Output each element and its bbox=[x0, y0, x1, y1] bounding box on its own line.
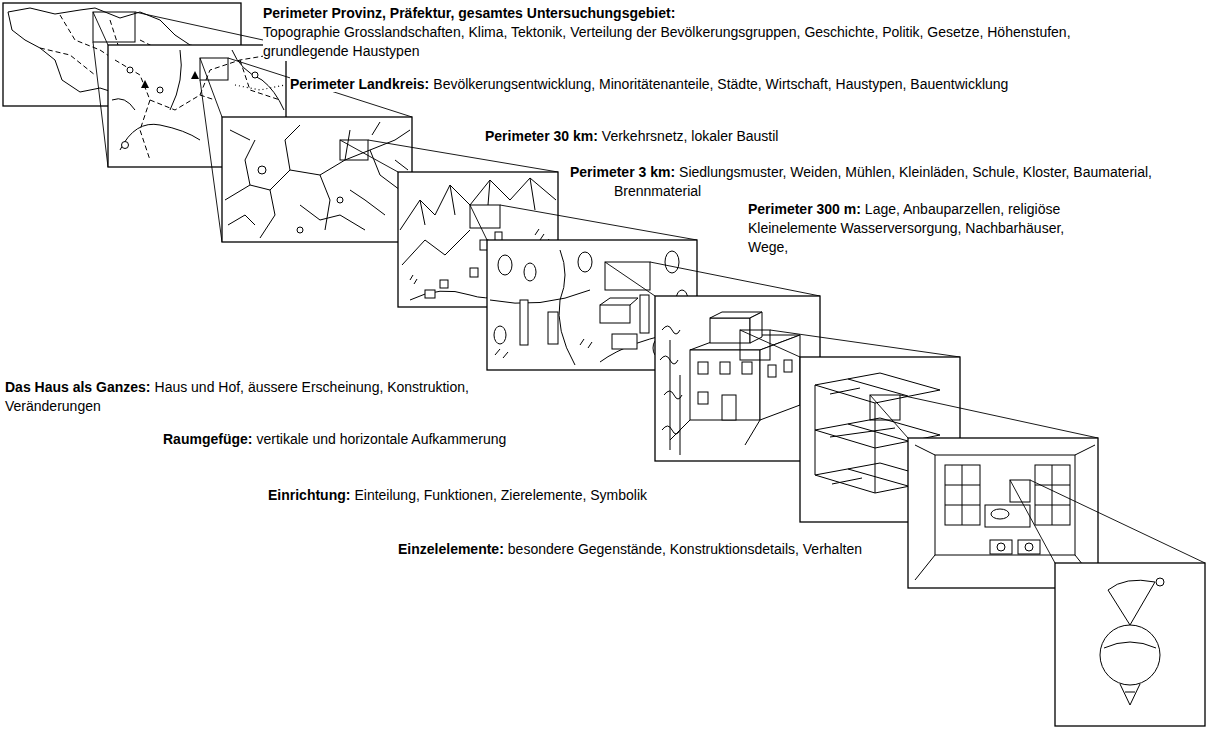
level-description: Verkehrsnetz, lokaler Baustil bbox=[602, 128, 779, 144]
level-heading: Perimeter Provinz, Präfektur, gesamtes U… bbox=[263, 4, 675, 23]
projection-lines bbox=[740, 330, 960, 357]
projection-lines bbox=[470, 205, 697, 240]
level-heading: Raumgefüge: bbox=[163, 431, 252, 447]
level-description: Siedlungsmuster, Weiden, Mühlen, Kleinlä… bbox=[614, 164, 1152, 199]
level-description: Bevölkerungsentwicklung, Minoritätenante… bbox=[433, 76, 1008, 92]
label-group: Perimeter 3 km:Siedlungsmuster, Weiden, … bbox=[570, 163, 1195, 201]
label-group: Das Haus als Ganzes:Haus und Hof, äusser… bbox=[5, 378, 550, 416]
object-frame bbox=[1055, 563, 1205, 726]
level-description: vertikale und horizontale Aufkammerung bbox=[256, 431, 506, 447]
label-group: Perimeter Provinz, Präfektur, gesamtes U… bbox=[263, 4, 1098, 61]
level-heading: Perimeter Landkreis: bbox=[290, 76, 429, 92]
label-group: Einzelelemente:besondere Gegenstände, Ko… bbox=[398, 540, 878, 559]
projection-lines bbox=[870, 395, 1098, 438]
level-heading: Perimeter 3 km: bbox=[570, 164, 675, 180]
label-group: Perimeter Landkreis:Bevölkerungsentwickl… bbox=[290, 75, 1120, 94]
label-group: Perimeter 30 km:Verkehrsnetz, lokaler Ba… bbox=[485, 127, 1005, 146]
level-heading: Einrichtung: bbox=[268, 487, 350, 503]
relief-map-frame bbox=[222, 117, 412, 242]
level-heading: Einzelelemente: bbox=[398, 541, 504, 557]
label-group: Perimeter 300 m:Lage, Anbauparzellen, re… bbox=[748, 200, 1098, 257]
projection-lines bbox=[1010, 480, 1205, 563]
projection-lines bbox=[340, 140, 558, 172]
projection-lines bbox=[605, 262, 820, 296]
level-heading: Perimeter 30 km: bbox=[485, 128, 598, 144]
label-group: Einrichtung:Einteilung, Funktionen, Zier… bbox=[268, 486, 748, 505]
level-description: Einteilung, Funktionen, Zierelemente, Sy… bbox=[354, 487, 647, 503]
label-group: Raumgefüge:vertikale und horizontale Auf… bbox=[163, 430, 643, 449]
level-description: Topographie Grosslandschaften, Klima, Te… bbox=[263, 23, 1098, 61]
level-description: besondere Gegenstände, Konstruktionsdeta… bbox=[508, 541, 862, 557]
level-heading: Perimeter 300 m: bbox=[748, 201, 861, 217]
house-frame bbox=[655, 296, 820, 461]
level-heading: Das Haus als Ganzes: bbox=[5, 379, 151, 395]
